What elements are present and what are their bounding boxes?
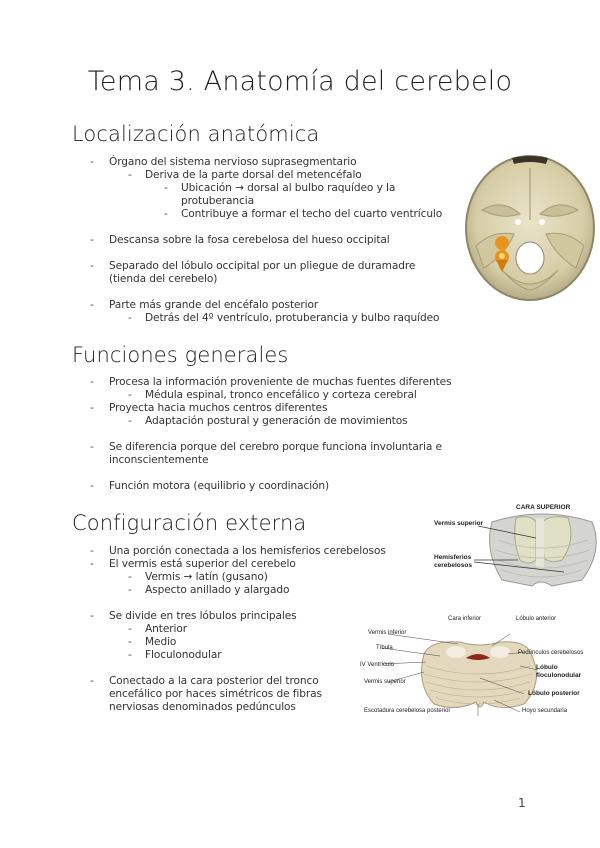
list-item: El vermis está superior del cerebelo bbox=[109, 558, 296, 570]
list-item: Descansa sobre la fosa cerebelosa del hu… bbox=[109, 234, 390, 246]
figure-title-cara-superior: CARA SUPERIOR bbox=[516, 504, 571, 511]
list-item: Una porción conectada a los hemisferios … bbox=[109, 545, 386, 557]
bullet-dash: - bbox=[90, 299, 94, 311]
bullet-dash: - bbox=[128, 623, 132, 635]
bullet-dash: - bbox=[164, 208, 168, 220]
label-lobulo-anterior: Lóbulo anterior bbox=[516, 616, 557, 622]
bullet-dash: - bbox=[90, 156, 94, 168]
label-vermis-superior: Vermis superior bbox=[434, 520, 484, 527]
list-item: Detrás del 4º ventrículo, protuberancia … bbox=[145, 312, 440, 324]
section-heading-localizacion: Localización anatómica bbox=[72, 122, 320, 146]
bullet-dash: - bbox=[90, 441, 94, 453]
list-item: Parte más grande del encéfalo posterior bbox=[109, 299, 319, 311]
list-item: Proyecta hacia muchos centros diferentes bbox=[109, 402, 328, 414]
bullet-dash: - bbox=[128, 312, 132, 324]
cerebellum-superior-figure: CARA SUPERIOR Vermis superior Hemisferio… bbox=[432, 500, 600, 596]
list-item: Médula espinal, tronco encefálico y cort… bbox=[145, 389, 417, 401]
bullet-dash: - bbox=[164, 182, 168, 194]
bullet-dash: - bbox=[90, 260, 94, 272]
label-tibula: Tíbula bbox=[376, 645, 393, 651]
bullet-dash: - bbox=[90, 610, 94, 622]
bullet-dash: - bbox=[128, 584, 132, 596]
list-item: Conectado a la cara posterior del tronco bbox=[109, 675, 319, 687]
bullet-dash: - bbox=[90, 675, 94, 687]
bullet-dash: - bbox=[128, 169, 132, 181]
list-item: Separado del lóbulo occipital por un pli… bbox=[109, 260, 416, 272]
bullet-dash: - bbox=[128, 636, 132, 648]
label-escotadura: Escotadura cerebelosa posterior bbox=[364, 708, 451, 714]
bullet-dash: - bbox=[90, 402, 94, 414]
bullet-dash: - bbox=[128, 415, 132, 427]
label-amigdala: Vermis superior bbox=[364, 679, 406, 685]
cerebellum-inferior-figure: Cara inferior Lóbulo anterior Vermis inf… bbox=[360, 612, 600, 724]
list-item: Medio bbox=[145, 636, 177, 648]
list-item-continuation: nerviosas denominados pedúnculos bbox=[109, 701, 296, 713]
list-item: Se divide en tres lóbulos principales bbox=[109, 610, 297, 622]
list-item: Adaptación postural y generación de movi… bbox=[145, 415, 408, 427]
document-title: Tema 3. Anatomía del cerebelo bbox=[87, 66, 513, 97]
section-heading-configuracion: Configuración externa bbox=[72, 511, 307, 535]
list-item-continuation: (tienda del cerebelo) bbox=[109, 273, 218, 285]
bullet-dash: - bbox=[90, 480, 94, 492]
list-item: Contribuye a formar el techo del cuarto … bbox=[181, 208, 443, 220]
skull-base-figure bbox=[465, 155, 595, 301]
list-item: Función motora (equilibrio y coordinació… bbox=[109, 480, 330, 492]
list-item-continuation: protuberancia bbox=[181, 195, 254, 207]
label-floculonodular: floculonodular bbox=[536, 672, 582, 679]
list-item: Órgano del sistema nervioso suprasegment… bbox=[109, 156, 357, 168]
bullet-dash: - bbox=[128, 649, 132, 661]
label-pedunculos: Pedúnculos cerebelosos bbox=[518, 650, 584, 656]
list-item: Procesa la información proveniente de mu… bbox=[109, 376, 452, 388]
list-item: Aspecto anillado y alargado bbox=[145, 584, 290, 596]
list-item: Vermis → latín (gusano) bbox=[145, 571, 268, 583]
bullet-dash: - bbox=[90, 234, 94, 246]
page-number: 1 bbox=[518, 796, 526, 810]
label-hoyo: Hoyo secundaria bbox=[522, 708, 568, 714]
bullet-dash: - bbox=[90, 545, 94, 557]
list-item-continuation: inconscientemente bbox=[109, 454, 209, 466]
section-heading-funciones: Funciones generales bbox=[72, 343, 289, 367]
label-lobulo: Lóbulo bbox=[536, 664, 558, 671]
list-item: Deriva de la parte dorsal del metencéfal… bbox=[145, 169, 362, 181]
label-cerebelosos: cerebelosos bbox=[434, 562, 472, 569]
label-hemisferios: Hemisferios bbox=[434, 554, 472, 561]
bullet-dash: - bbox=[90, 558, 94, 570]
label-vermis-inferior: Vermis inferior bbox=[368, 630, 407, 636]
list-item: Anterior bbox=[145, 623, 187, 635]
label-iv-ventriculo: IV Ventrículo bbox=[360, 662, 395, 668]
label-lobulo-posterior: Lóbulo posterior bbox=[528, 690, 580, 697]
list-item-continuation: encefálico por haces simétricos de fibra… bbox=[109, 688, 322, 700]
bullet-dash: - bbox=[128, 571, 132, 583]
bullet-dash: - bbox=[128, 389, 132, 401]
label-cara-inferior: Cara inferior bbox=[448, 616, 482, 622]
list-item: Se diferencia porque del cerebro porque … bbox=[109, 441, 442, 453]
list-item: Floculonodular bbox=[145, 649, 222, 661]
list-item: Ubicación → dorsal al bulbo raquídeo y l… bbox=[181, 182, 396, 194]
bullet-dash: - bbox=[90, 376, 94, 388]
